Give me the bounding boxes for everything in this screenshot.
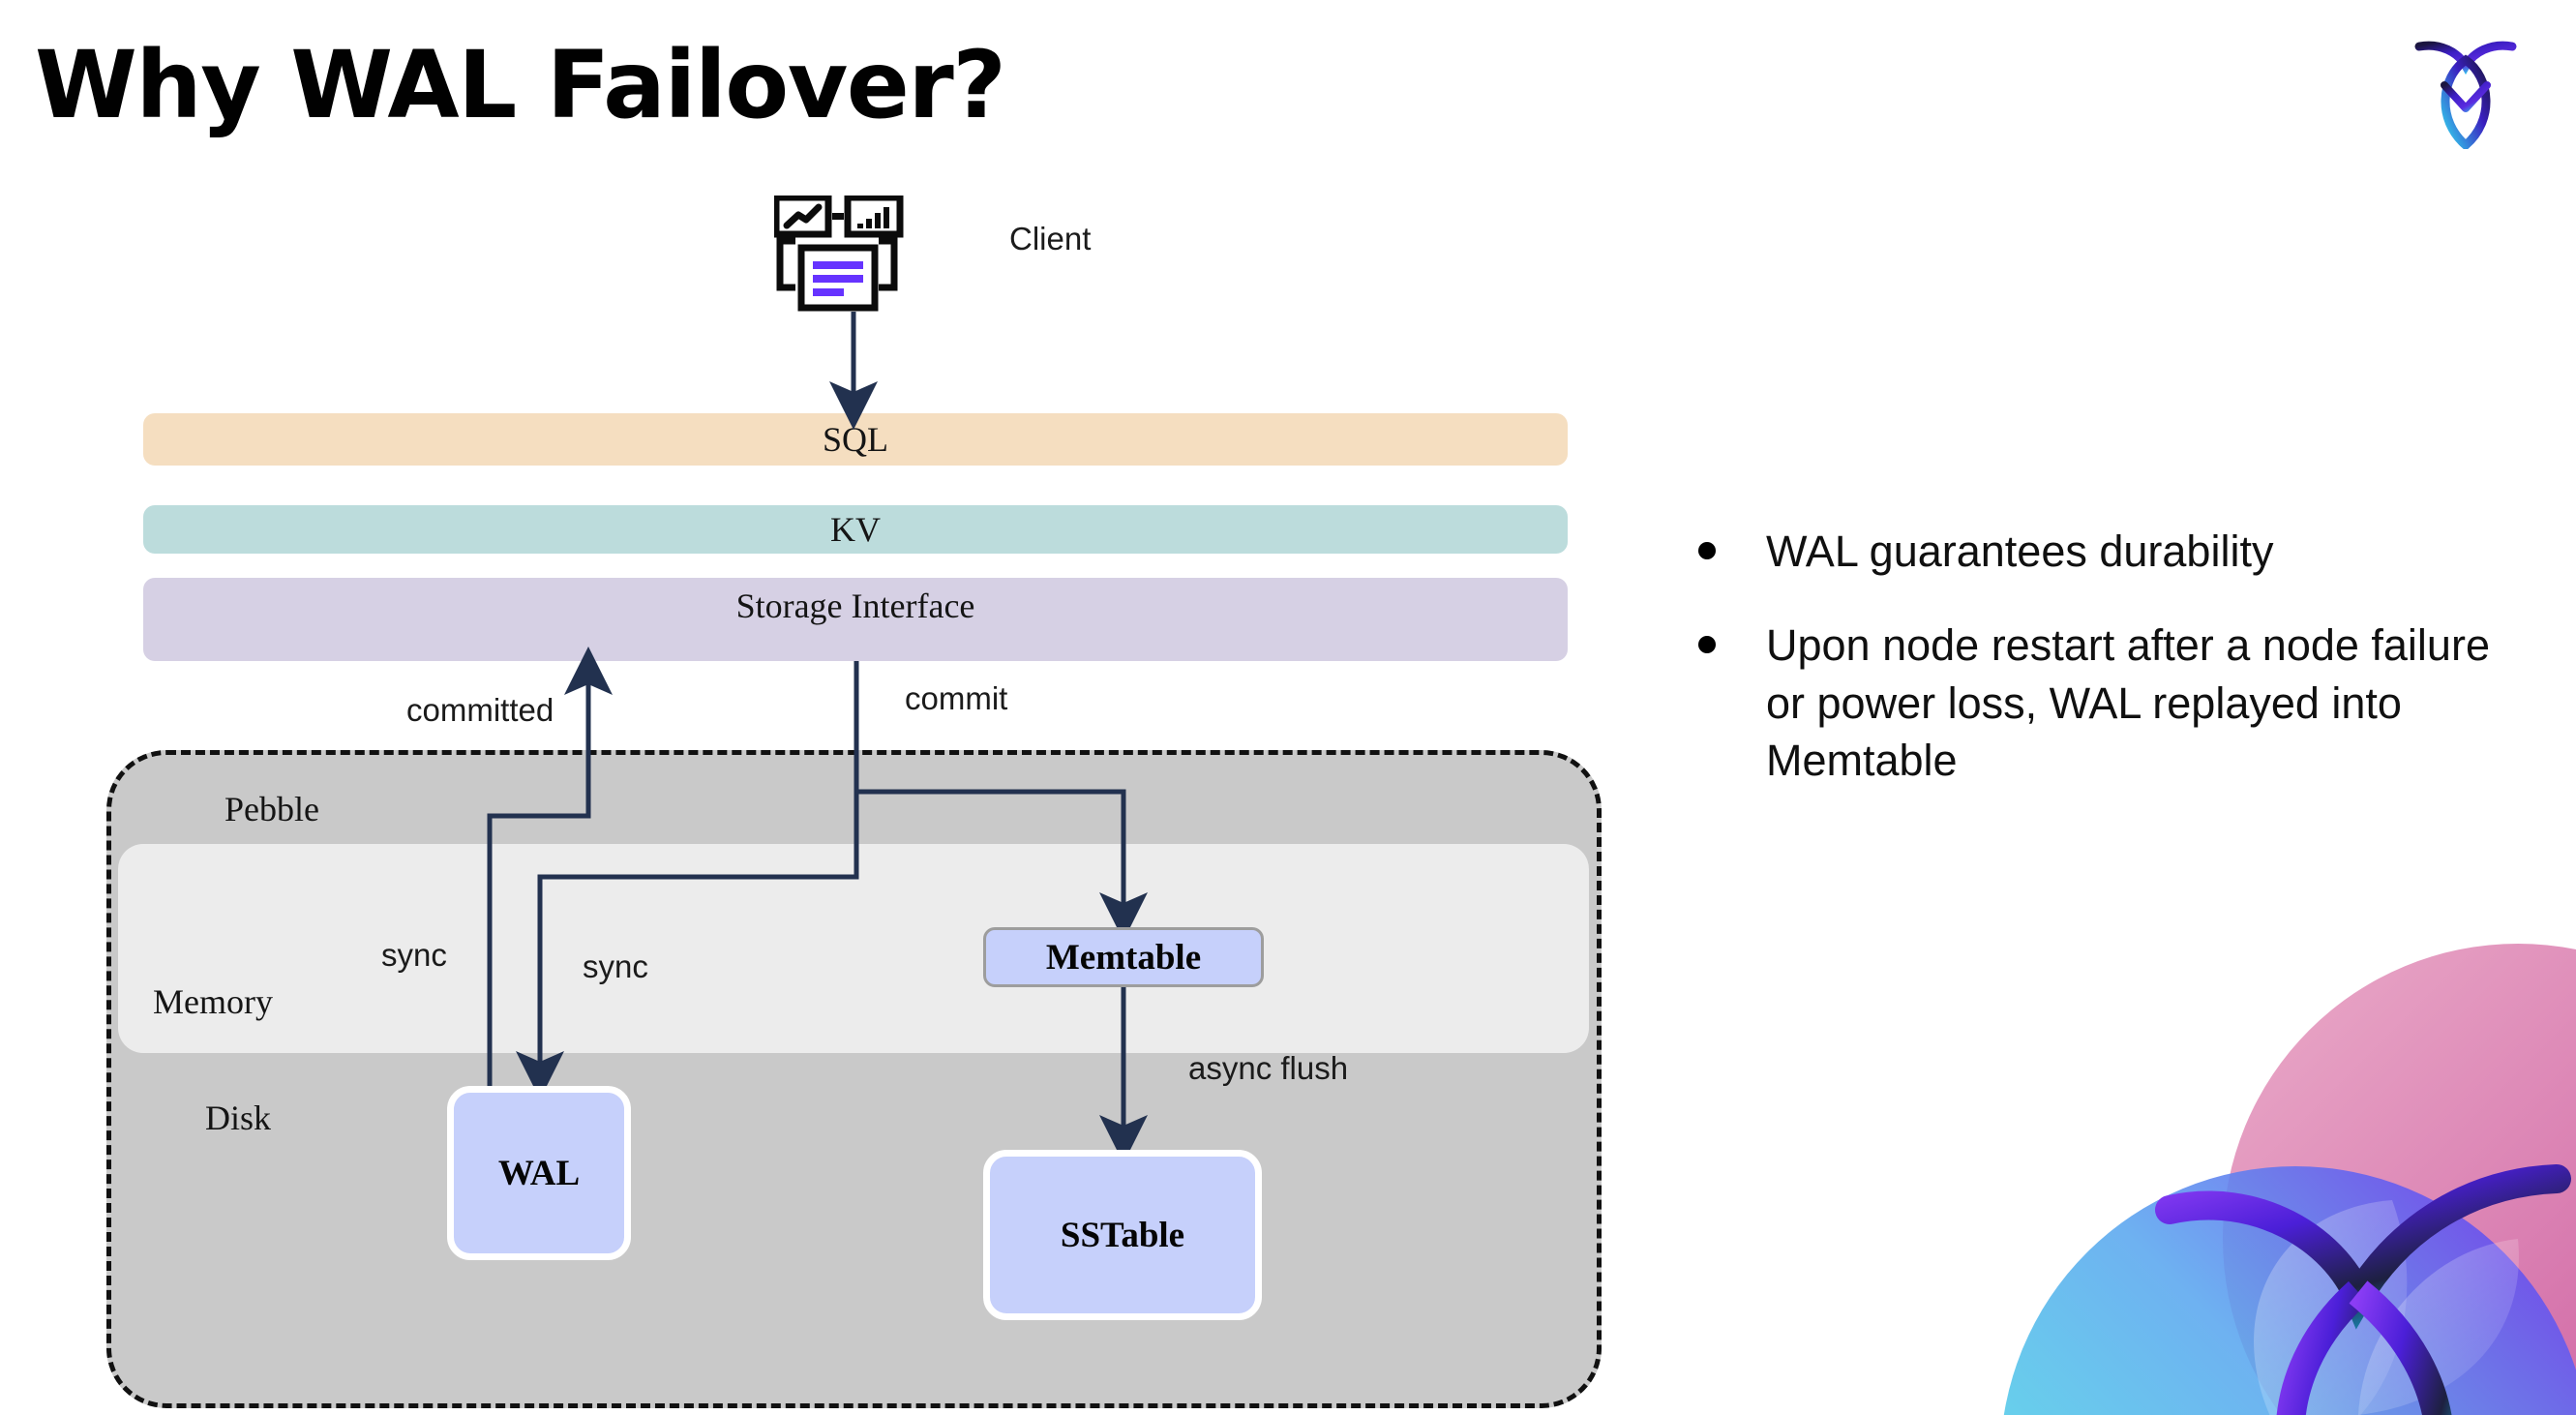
node-sstable[interactable]: SSTable xyxy=(983,1150,1262,1320)
edge-label-committed: committed xyxy=(406,692,554,728)
layer-bar-storage-interface: Storage Interface xyxy=(143,578,1568,661)
decorative-leaf-graphic xyxy=(1976,919,2576,1415)
memory-label: Memory xyxy=(153,982,273,1021)
cockroachdb-logo-icon xyxy=(2411,31,2520,151)
node-label-wal: WAL xyxy=(497,1153,581,1193)
layer-bar-kv: KV xyxy=(143,505,1568,554)
node-memtable[interactable]: Memtable xyxy=(983,927,1264,987)
bullet-list: WAL guarantees durability Upon node rest… xyxy=(1698,523,2531,827)
page-title: Why WAL Failover? xyxy=(35,31,1006,139)
layer-label-kv: KV xyxy=(830,510,881,549)
bullet-dot-icon xyxy=(1698,636,1716,654)
layer-label-storage-interface: Storage Interface xyxy=(735,587,975,625)
edge-label-sync-right: sync xyxy=(583,948,648,984)
edge-label-sync-left: sync xyxy=(381,937,447,973)
pebble-label: Pebble xyxy=(225,790,319,828)
bullet-text: WAL guarantees durability xyxy=(1766,527,2274,576)
node-label-memtable: Memtable xyxy=(1045,937,1202,978)
list-item: WAL guarantees durability xyxy=(1698,523,2531,580)
client-label: Client xyxy=(1009,221,1092,256)
client-dashboard-icon xyxy=(772,194,929,312)
connector-arrows xyxy=(487,312,1148,1164)
node-label-sstable: SSTable xyxy=(1060,1215,1185,1255)
architecture-diagram: Client SQL KV Storage Interface Pebble M… xyxy=(106,194,1602,1408)
edge-label-commit: commit xyxy=(905,680,1008,716)
disk-label: Disk xyxy=(205,1099,272,1137)
bullet-text: Upon node restart after a node failure o… xyxy=(1766,620,2490,786)
bullet-dot-icon xyxy=(1698,542,1716,559)
node-wal[interactable]: WAL xyxy=(447,1086,631,1260)
list-item: Upon node restart after a node failure o… xyxy=(1698,617,2531,789)
edge-label-async-flush: async flush xyxy=(1188,1050,1349,1086)
